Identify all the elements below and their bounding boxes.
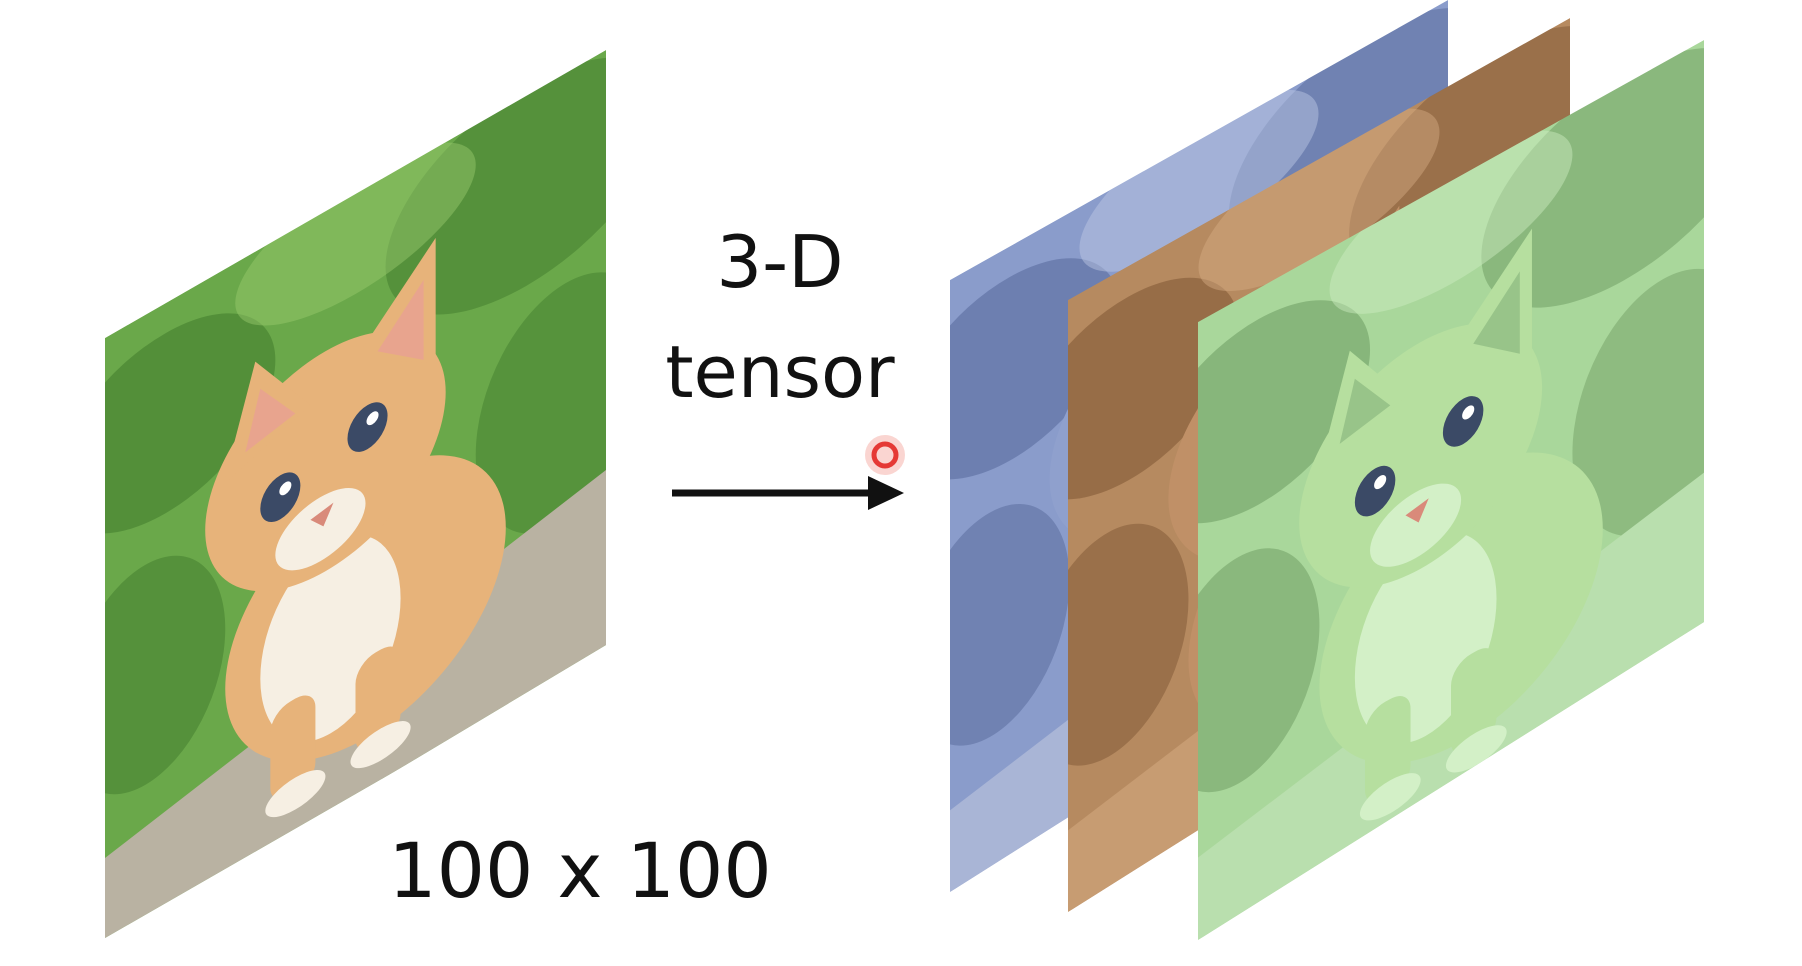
right-arrow-icon: [672, 476, 904, 510]
image-size-label: 100 x 100: [388, 826, 772, 915]
pointer-cursor-icon: [865, 435, 905, 475]
tensor-label-line1: 3-D: [716, 220, 844, 304]
tensor-label-line2: tensor: [665, 330, 895, 414]
input-image: [105, 50, 606, 945]
